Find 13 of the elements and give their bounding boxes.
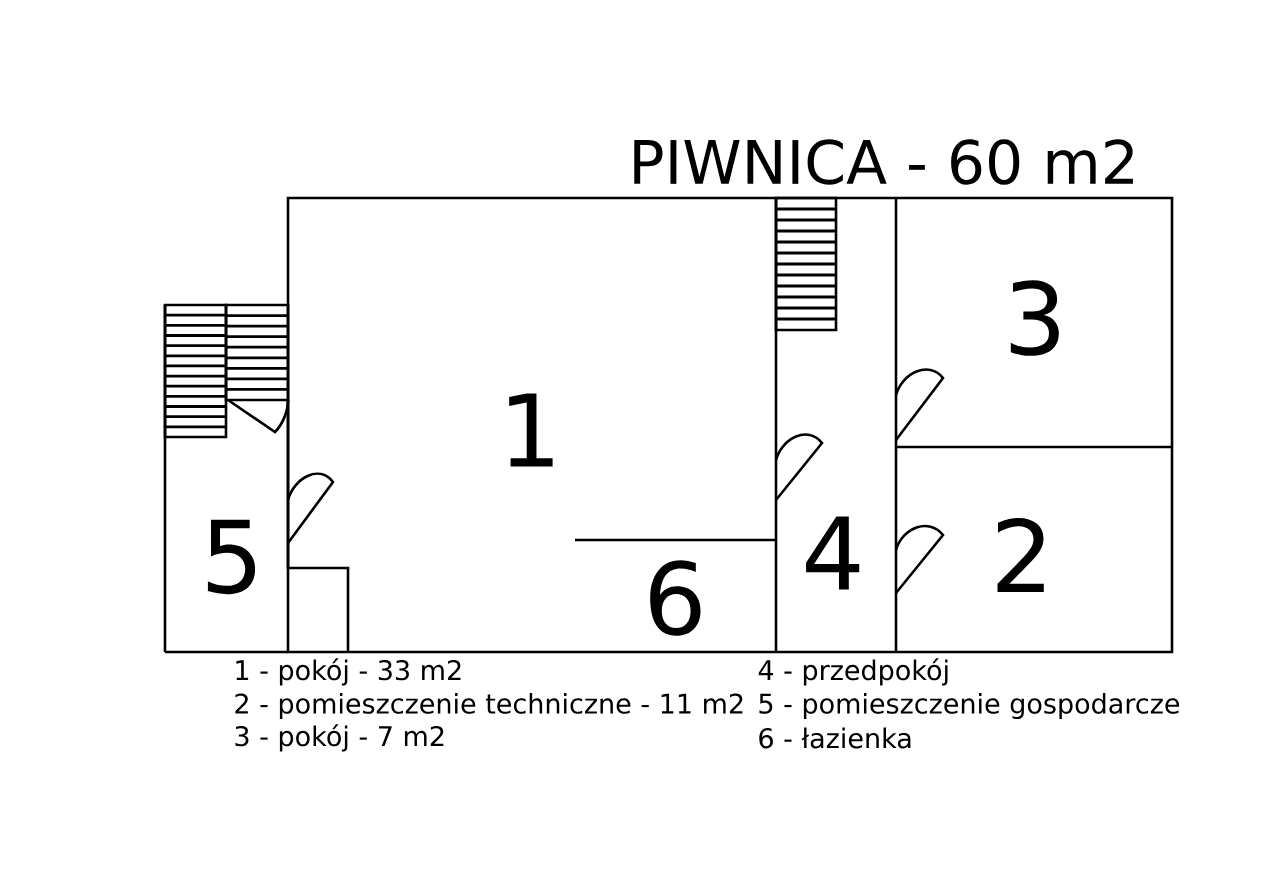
room-number: 2 (997, 517, 1044, 593)
room-key-text: 5 - pomieszczenie gospodarcze (759, 692, 1180, 720)
room-key-text: 2 - pomieszczenie techniczne - 11 m2 (235, 692, 743, 720)
room-number: 4 (806, 516, 860, 590)
room-key-text: 4 - przedpokój (758, 658, 948, 686)
room-number: 5 (207, 519, 256, 595)
room-number: 6 (650, 560, 701, 636)
room-key-text: 3 - pokój - 7 m2 (235, 724, 444, 752)
room-number: 1 (509, 393, 553, 467)
plan-title: PIWNICA - 60 m2 (634, 139, 1133, 185)
room-key-text: 1 - pokój - 33 m2 (236, 658, 461, 686)
room-key-text: 6 - łazienka (759, 727, 911, 749)
room-number: 3 (1010, 280, 1059, 356)
